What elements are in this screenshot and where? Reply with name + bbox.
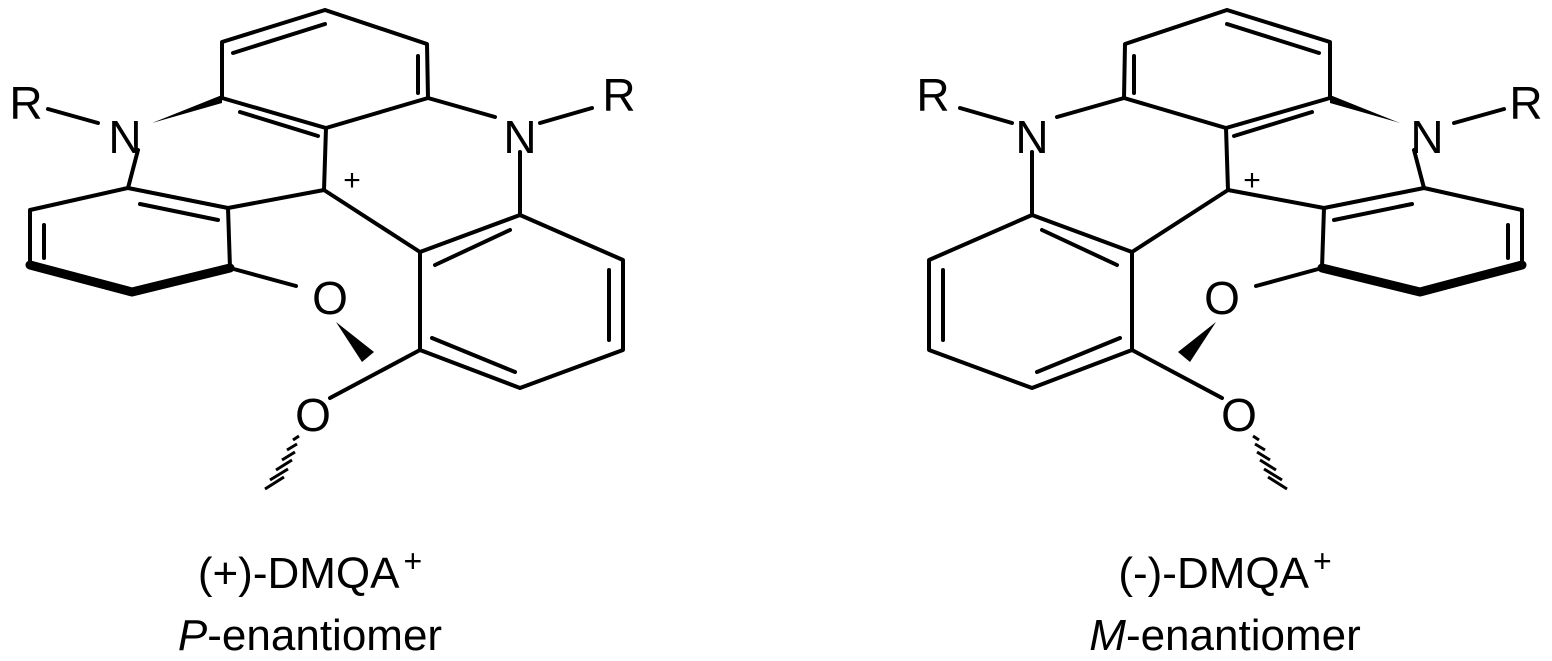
atom-labels: R N N R + O O <box>9 69 635 441</box>
skeleton-bonds <box>927 8 1524 400</box>
o-upper-label: O <box>1204 272 1240 324</box>
bold-bond <box>1317 260 1527 297</box>
compound-name: (+)-DMQA+ <box>198 543 422 598</box>
compound-name: (-)-DMQA+ <box>1118 543 1331 598</box>
wedge-bond <box>152 95 222 123</box>
wedge-bond <box>336 322 374 362</box>
o-upper-label: O <box>312 272 348 324</box>
wedge-bond <box>1178 322 1216 362</box>
r-left-label: R <box>9 77 42 129</box>
charge-superscript: + <box>1313 543 1332 579</box>
stereo-bonds <box>25 95 374 362</box>
atom-labels: R N N R + O O <box>916 69 1542 441</box>
bold-bond <box>25 260 235 297</box>
molecule-p-enantiomer: R N N R + O O (+)-DMQA+ P-enantiomer <box>9 8 636 660</box>
charge-label: + <box>1243 164 1261 197</box>
charge-label: + <box>343 164 361 197</box>
enantiomer-label: M-enantiomer <box>1089 611 1360 660</box>
descriptor-letter: M <box>1089 611 1126 660</box>
n-left-label: N <box>1015 111 1048 163</box>
caption: (+)-DMQA+ P-enantiomer <box>178 543 442 660</box>
n-left-label: N <box>108 111 141 163</box>
hashed-bond <box>1252 434 1288 491</box>
o-lower-label: O <box>1221 389 1257 441</box>
descriptor-letter: P <box>178 611 208 660</box>
skeleton-bonds <box>28 8 625 400</box>
r-right-label: R <box>602 69 635 121</box>
o-lower-label: O <box>295 389 331 441</box>
r-left-label: R <box>916 69 949 121</box>
hashed-bond <box>264 434 300 491</box>
molecule-m-enantiomer: R N N R + O O (-)-DMQA+ M-enantiomer <box>916 8 1543 660</box>
caption: (-)-DMQA+ M-enantiomer <box>1089 543 1360 660</box>
charge-superscript: + <box>403 543 422 579</box>
stereo-bonds <box>1178 95 1527 362</box>
enantiomer-label: P-enantiomer <box>178 611 442 660</box>
n-right-label: N <box>503 111 536 163</box>
n-right-label: N <box>1410 111 1443 163</box>
wedge-bond <box>1330 95 1400 123</box>
r-right-label: R <box>1509 77 1542 129</box>
